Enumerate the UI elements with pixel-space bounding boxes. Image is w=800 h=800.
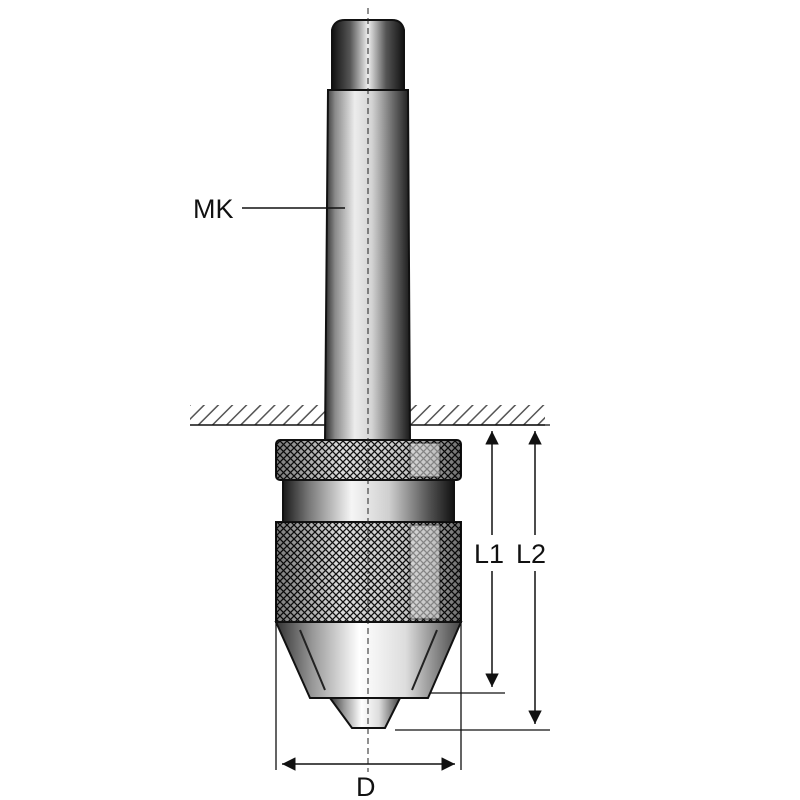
l1-label: L1 [474,539,504,569]
jaw-cone-inner [299,629,438,691]
jaw-tips [328,697,402,729]
shank-tang [331,19,405,91]
mk-label: MK [193,194,234,224]
l2-label: L2 [516,539,546,569]
d-label: D [356,772,376,800]
